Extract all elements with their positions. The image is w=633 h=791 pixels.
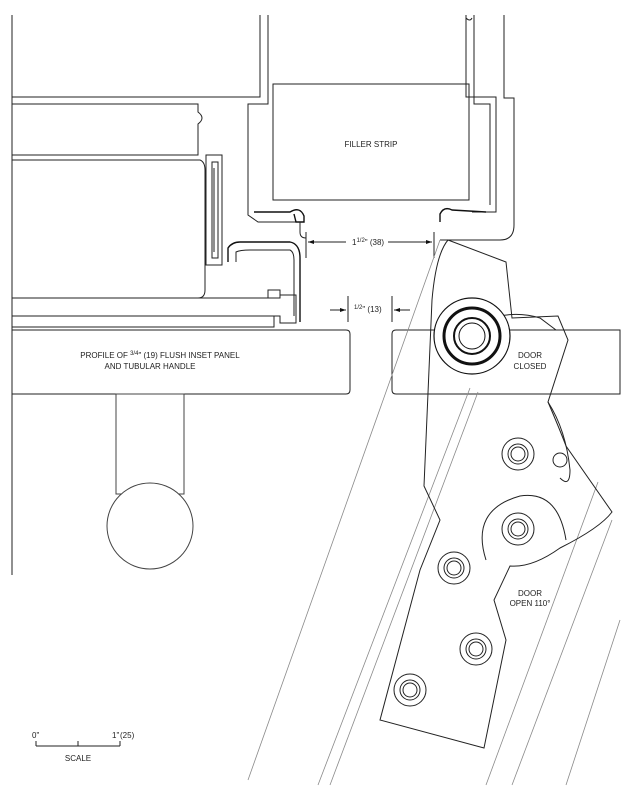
scale-bar: 0" 1" (25) SCALE — [32, 731, 135, 763]
profile-suffix: " (19) FLUSH INSET PANEL — [138, 351, 240, 360]
profile-frac: 3/4 — [130, 351, 139, 357]
screw-2 — [501, 512, 535, 546]
dim-small-frac: 1/2 — [354, 305, 363, 311]
hinge-arm — [379, 239, 613, 749]
screw-1 — [501, 437, 535, 471]
svg-text:11/2" (38): 11/2" (38) — [352, 238, 384, 247]
tubular-handle — [106, 482, 194, 570]
profile-prefix: PROFILE OF — [80, 351, 130, 360]
left-cabinet-frame — [11, 15, 301, 575]
dim-large-tail: " (38) — [365, 238, 385, 247]
screw-3 — [437, 551, 471, 585]
filler-strip — [272, 83, 470, 201]
hinge-screws — [393, 437, 535, 707]
scale-one: 1" — [112, 731, 119, 740]
dimension-gap: 1/2" (13) — [330, 296, 410, 322]
door-closed-label-2: CLOSED — [514, 362, 547, 371]
scale-zero: 0" — [32, 731, 39, 740]
dim-large-whole: 1 — [352, 238, 357, 247]
scale-one-metric: (25) — [120, 731, 135, 740]
svg-text:1/2" (13): 1/2" (13) — [354, 305, 382, 314]
hinge-barrel — [433, 297, 511, 375]
screw-4 — [459, 632, 493, 666]
door-open-outline — [247, 239, 621, 786]
filler-strip-assembly — [254, 15, 515, 258]
filler-strip-label: FILLER STRIP — [345, 140, 398, 149]
dim-large-frac: 1/2 — [356, 238, 365, 244]
svg-text:PROFILE OF 3/4" (19) FLUSH INS: PROFILE OF 3/4" (19) FLUSH INSET PANEL — [80, 351, 240, 360]
scale-title: SCALE — [65, 754, 91, 763]
profile-line2: AND TUBULAR HANDLE — [105, 362, 196, 371]
door-closed-label-1: DOOR — [518, 351, 542, 360]
door-open-label-2: OPEN 110° — [510, 599, 551, 608]
inset-panel-profile: PROFILE OF 3/4" (19) FLUSH INSET PANEL A… — [12, 329, 351, 570]
door-open-label-1: DOOR — [518, 589, 542, 598]
dimension-filler-width: 11/2" (38) — [308, 238, 432, 247]
dim-small-tail: " (13) — [362, 305, 382, 314]
screw-5 — [393, 673, 427, 707]
